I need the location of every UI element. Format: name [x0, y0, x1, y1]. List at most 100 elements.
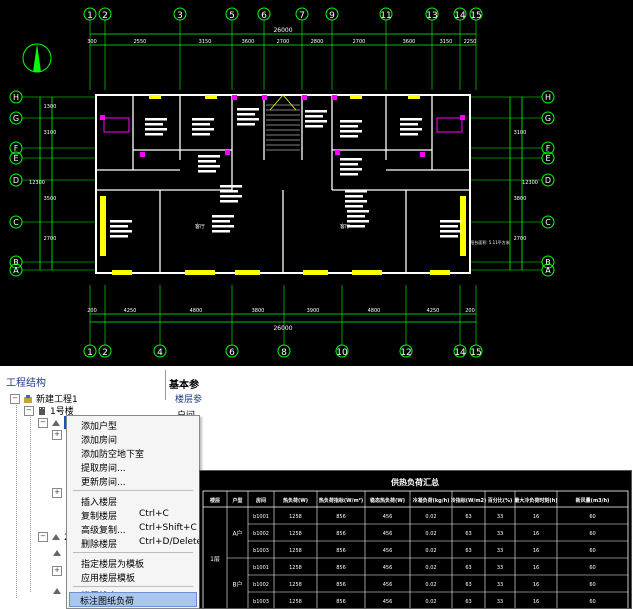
menu-set-template[interactable]: 指定楼层为模板	[81, 560, 145, 570]
table-value-cell: 0.02	[425, 565, 436, 571]
table-value-cell: 1258	[289, 548, 302, 554]
table-title: 供热负荷汇总	[390, 477, 439, 487]
dimension-text: 200	[465, 308, 475, 314]
window	[350, 95, 362, 99]
dimension-text: 12300	[522, 180, 538, 186]
menu-annotate-load[interactable]: 标注图纸负荷	[69, 592, 197, 607]
axis-label: B	[545, 258, 551, 267]
dimension-text: 3150	[199, 39, 212, 45]
table-header-cell: 热负荷(W)	[283, 497, 308, 504]
dimension-text: 3600	[403, 39, 416, 45]
menu-add-room[interactable]: 添加房间	[81, 436, 118, 446]
menu-delete-floor-shortcut: Ctrl+D/Delete	[139, 537, 203, 547]
expand-icon[interactable]: +	[52, 566, 62, 576]
dimension-text: 2250	[464, 39, 477, 45]
table-value-cell: 456	[383, 582, 393, 588]
table-value-cell: 0.02	[425, 531, 436, 537]
table-header-cell: 稳态热负荷(W)	[370, 497, 405, 504]
table-value-cell: 456	[383, 599, 393, 605]
axis-label: 2	[102, 348, 108, 358]
dimension-text: 2700	[44, 236, 57, 242]
room-annotation	[110, 220, 132, 223]
menu-annotate-load-label: 标注图纸负荷	[80, 597, 135, 607]
axis-label: 10	[336, 348, 348, 358]
window	[235, 270, 260, 275]
room-annotation	[110, 225, 128, 228]
dimension-text: 4800	[368, 308, 381, 314]
menu-advanced-copy-shortcut: Ctrl+Shift+C	[139, 523, 197, 533]
dimension-text: 3100	[514, 130, 527, 136]
dimension-text: 3500	[44, 196, 57, 202]
table-header-cell: 户型	[231, 497, 242, 504]
menu-extract-room[interactable]: 提取房间...	[81, 464, 126, 474]
room-annotation	[340, 173, 358, 176]
dimension-text: 2700	[353, 39, 366, 45]
room-annotation	[345, 190, 367, 193]
table-header-cell: 百分比(%)	[488, 497, 513, 504]
table-value-cell: 0.02	[425, 582, 436, 588]
table-value-cell: 856	[336, 548, 346, 554]
table-header-cell: 楼层	[210, 497, 220, 504]
menu-apply-template[interactable]: 应用楼层模板	[81, 574, 136, 584]
table-header-cell: 房间	[256, 497, 266, 504]
menu-add-basement[interactable]: 添加防空地下室	[81, 450, 145, 460]
load-summary-table[interactable]: 供热负荷汇总楼层户型房间热负荷(W)热负荷指标(W/m²)稳态热负荷(W)冷凝负…	[199, 470, 632, 609]
room-annotation	[345, 205, 363, 208]
room-annotation	[340, 168, 362, 171]
tree-root[interactable]: − 新建工程1	[10, 392, 78, 405]
window	[303, 270, 328, 275]
dimension-text: 4250	[124, 308, 137, 314]
tree-child[interactable]	[52, 586, 62, 596]
expand-icon[interactable]: +	[52, 430, 62, 440]
room-annotation	[212, 225, 234, 228]
floor-icon	[52, 586, 62, 596]
table-room-cell: b1001	[253, 514, 269, 520]
menu-insert-floor[interactable]: 插入楼层	[81, 498, 118, 508]
tree-building[interactable]: − 1号楼	[24, 404, 74, 417]
table-room-cell: b1003	[253, 548, 269, 554]
room-annotation	[110, 235, 128, 238]
dimension-text: 2550	[134, 39, 147, 45]
dimension-text: 3600	[242, 39, 255, 45]
floor-icon	[52, 548, 62, 558]
room-annotation	[198, 170, 216, 173]
menu-update-room[interactable]: 更新房间...	[81, 478, 126, 488]
bathtub-icon	[103, 117, 130, 133]
room-annotation	[192, 118, 214, 121]
menu-advanced-copy[interactable]: 高级复制...Ctrl+Shift+C	[81, 523, 197, 536]
table-value-cell: 16	[533, 514, 539, 520]
axis-label: 6	[261, 11, 267, 21]
table-value-cell: 60	[589, 548, 595, 554]
axis-label: 7	[299, 11, 305, 21]
table-value-cell: 33	[497, 599, 503, 605]
axis-label: 5	[229, 11, 235, 21]
room-annotation	[192, 133, 210, 136]
table-value-cell: 60	[589, 514, 595, 520]
basic-params-tab[interactable]: 基本参	[169, 380, 199, 391]
table-room-cell: b1003	[253, 599, 269, 605]
axis-label: F	[14, 144, 19, 153]
column	[232, 95, 237, 100]
collapse-icon[interactable]: −	[10, 393, 20, 404]
collapse-icon[interactable]: −	[38, 417, 48, 428]
table-border	[202, 490, 629, 608]
axis-label: A	[545, 266, 551, 275]
collapse-icon[interactable]: −	[24, 405, 34, 416]
north-arrow-icon	[33, 44, 41, 72]
expand-icon[interactable]: −	[38, 531, 48, 542]
table-value-cell: 1258	[289, 514, 302, 520]
dimension-text: 1300	[44, 104, 57, 110]
tree-child[interactable]	[52, 548, 62, 558]
axis-label: 15	[470, 11, 481, 21]
menu-add-household[interactable]: 添加户型	[81, 422, 118, 432]
axis-label: 14	[454, 348, 466, 358]
axis-label: D	[13, 176, 19, 185]
table-value-cell: 33	[497, 531, 503, 537]
context-menu: 添加户型 添加房间 添加防空地下室 提取房间... 更新房间... 插入楼层 复…	[66, 415, 202, 609]
room-annotation	[340, 158, 362, 161]
tree-child[interactable]: +	[52, 430, 62, 440]
expand-icon[interactable]: +	[52, 488, 62, 498]
